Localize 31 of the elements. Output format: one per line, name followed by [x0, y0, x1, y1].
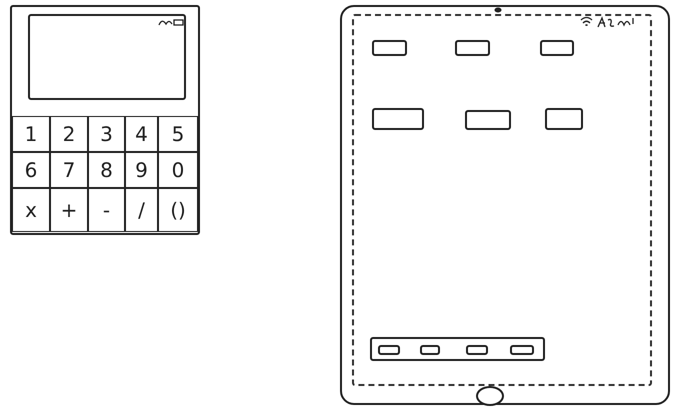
calculator-key: + — [50, 188, 88, 232]
calculator-key: 7 — [50, 152, 88, 188]
display-screen — [28, 14, 186, 100]
calculator-key: / — [125, 188, 158, 232]
app-icon — [372, 108, 424, 130]
calculator-key: () — [158, 188, 198, 232]
calculator-key: 2 — [50, 116, 88, 152]
app-icon — [372, 40, 407, 56]
app-icon — [465, 110, 511, 130]
tablet-screen — [352, 14, 652, 386]
calculator-key: 4 — [125, 116, 158, 152]
calculator-key: x — [12, 188, 50, 232]
dock-icon — [420, 345, 440, 355]
app-icon — [545, 108, 583, 130]
dock-icon — [378, 345, 400, 355]
calculator-key: 1 — [12, 116, 50, 152]
app-dock — [370, 337, 545, 361]
calculator-key: 8 — [88, 152, 125, 188]
tablet-body — [340, 5, 670, 405]
calculator-key: 6 — [12, 152, 50, 188]
app-icon — [455, 40, 490, 56]
dock-icon — [510, 345, 534, 355]
dock-icon — [466, 345, 488, 355]
app-icon — [540, 40, 574, 56]
calculator-key: 9 — [125, 152, 158, 188]
calculator-key: 5 — [158, 116, 198, 152]
calculator-body — [10, 5, 200, 235]
home-button — [476, 386, 504, 406]
calculator-key: 0 — [158, 152, 198, 188]
calculator-key: - — [88, 188, 125, 232]
calculator-key: 3 — [88, 116, 125, 152]
